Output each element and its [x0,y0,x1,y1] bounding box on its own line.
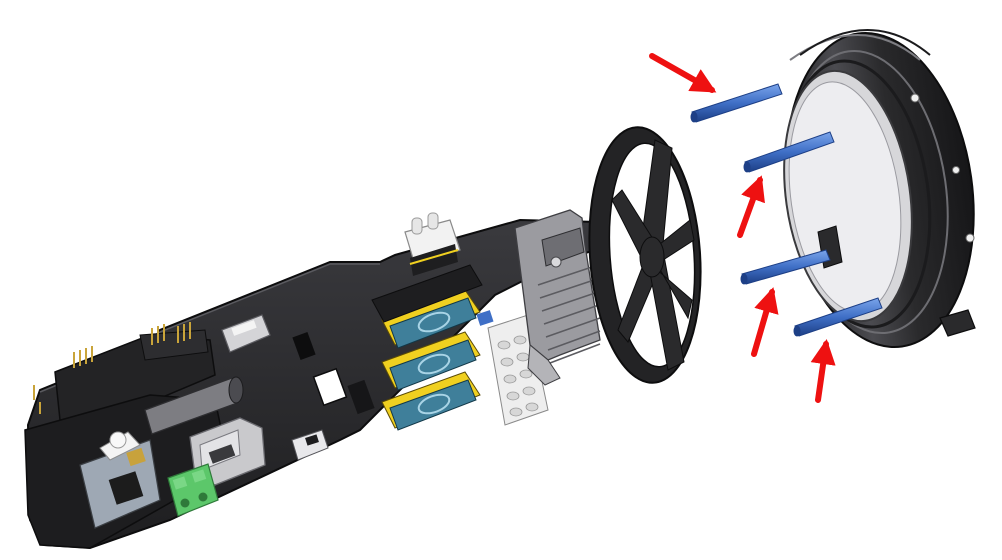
indicator-arrows [649,53,836,403]
standoff-bottom [793,297,883,337]
plate-cutout [312,367,348,407]
arrow-top [649,53,717,93]
standoff-lower-mid [740,249,831,285]
housing-ring [783,29,976,348]
metal-cylinder [144,376,244,435]
pin-header-right [151,322,191,345]
standoff-upper-mid [743,131,835,173]
driver-module-3 [381,371,481,431]
driver-modules [371,264,483,431]
white-plug-connector [404,212,461,276]
standoff-top [690,83,783,123]
usb-connector [221,314,271,353]
arrow-upper-mid [737,175,765,238]
pin-header-left [73,346,93,368]
plate-slot [292,331,316,361]
small-connector [291,429,329,461]
arrow-lower-mid [751,287,779,357]
green-terminal-block [167,463,219,517]
spoked-disc [588,126,702,384]
arrow-bottom [810,339,836,403]
plate-slot [347,379,375,415]
pin-header-edge [33,385,41,414]
sensor-module [79,431,161,529]
standoffs [690,83,883,337]
driver-module-2 [381,331,481,391]
grey-terminal-stack [514,209,601,386]
